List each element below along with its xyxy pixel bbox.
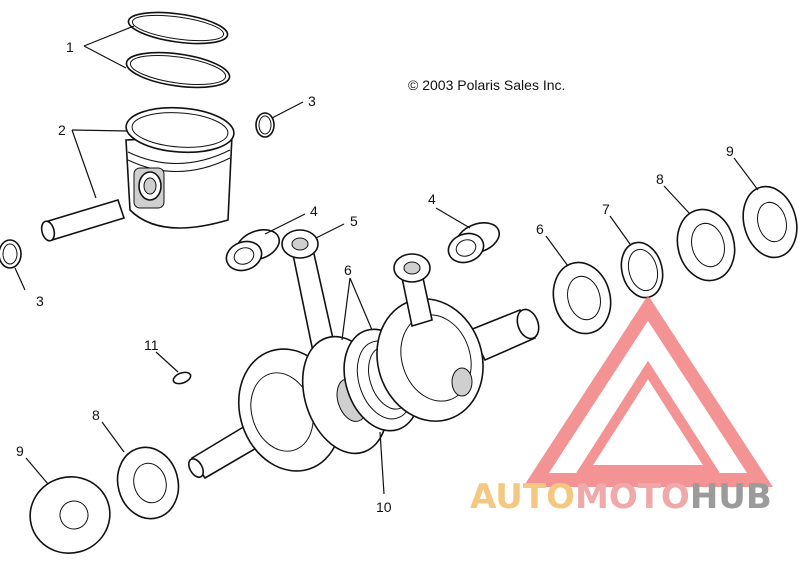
callout-3-lower: 3	[36, 293, 44, 309]
watermark-auto: AUTO	[470, 477, 575, 517]
watermark-moto: MOTO	[575, 477, 690, 517]
callout-7: 7	[602, 201, 610, 217]
piston	[125, 106, 235, 229]
wrist-pin	[40, 199, 126, 242]
callout-4-left: 4	[310, 203, 318, 219]
spacer-ring-7	[620, 241, 664, 299]
callout-9-left: 9	[16, 443, 24, 459]
callout-4-right: 4	[428, 191, 436, 207]
piston-rings	[125, 11, 231, 89]
needle-bearing-left	[225, 229, 281, 272]
callout-2: 2	[58, 122, 66, 138]
callout-11: 11	[144, 337, 159, 353]
needle-bearing-right	[447, 222, 501, 264]
crankshaft-assembly	[187, 229, 540, 480]
watermark-hub: HUB	[690, 477, 772, 517]
watermark-logo	[523, 295, 773, 487]
callout-1: 1	[66, 39, 74, 55]
thrust-washer-9-left	[29, 476, 111, 554]
copyright-text: © 2003 Polaris Sales Inc.	[408, 77, 565, 93]
callout-10: 10	[376, 499, 392, 515]
oil-seal-8-right	[676, 208, 736, 282]
main-bearing-6	[552, 261, 612, 335]
callouts: 1 2 3 3 4 4 5 6 6 7 8 8 9 9 10 11	[16, 39, 734, 515]
callout-5: 5	[350, 213, 358, 229]
callout-9-right: 9	[726, 143, 734, 159]
callout-6-right: 6	[536, 221, 544, 237]
circlip-upper	[255, 112, 275, 138]
thrust-washer-9-right	[742, 185, 798, 259]
callout-3-upper: 3	[308, 93, 316, 109]
watermark-text: AUTOMOTOHUB	[470, 477, 772, 517]
leader-lines	[14, 25, 759, 495]
callout-8-right: 8	[656, 171, 664, 187]
woodruff-key-11	[172, 371, 192, 385]
callout-6-center: 6	[344, 262, 352, 278]
oil-seal-8-left	[116, 446, 180, 520]
circlip-lower	[0, 239, 22, 269]
callout-8-left: 8	[92, 407, 100, 423]
